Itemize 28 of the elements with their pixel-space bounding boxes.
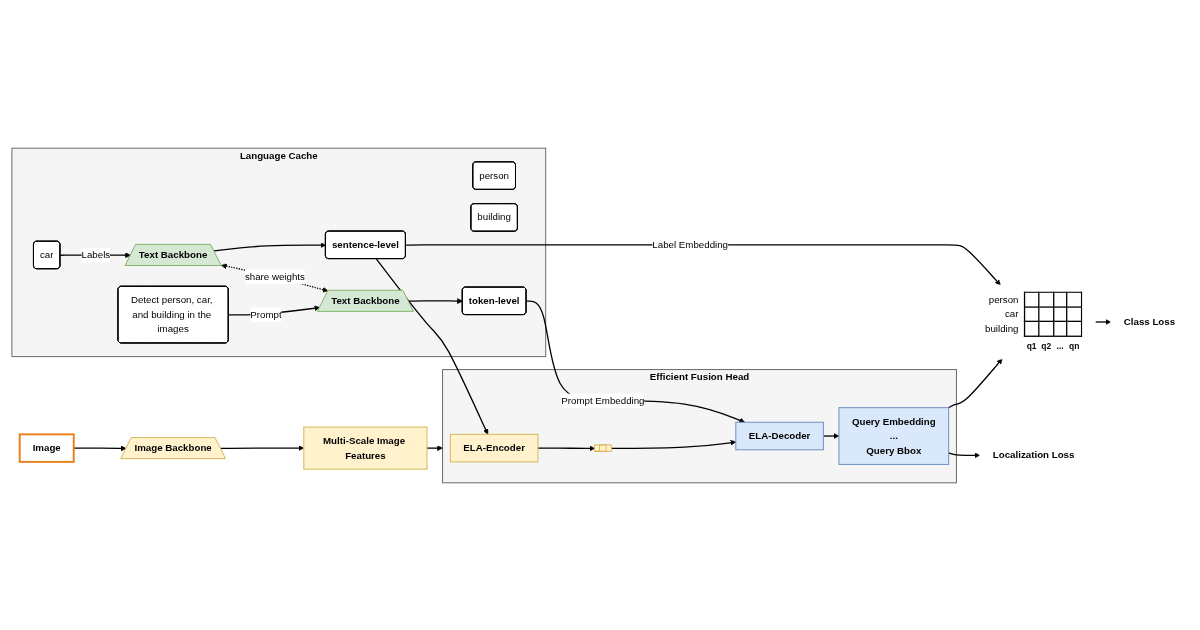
edge-label: Prompt (250, 308, 282, 320)
arrow (525, 299, 745, 423)
edge-label: Label Embedding (652, 238, 729, 250)
node-bar (594, 443, 612, 452)
node-box: Multi-Scale Image Features (303, 426, 428, 470)
node-box: Query Embedding ... Query Bbox (838, 406, 950, 465)
node-text: Localization Loss (992, 448, 1075, 460)
node-box: ELA-Decoder (735, 421, 824, 450)
arrow (221, 262, 329, 292)
edge-label: Labels (81, 248, 111, 260)
arrow (73, 445, 127, 451)
arrow (407, 297, 463, 304)
arrow (426, 444, 443, 451)
node-text: person car building q1 q2 ... qn (984, 292, 1080, 350)
arrow (611, 439, 737, 449)
edge-label: Prompt Embedding (561, 394, 645, 406)
arrow (219, 444, 305, 451)
arrow (947, 358, 1003, 408)
node-box: ELA-Encoder (449, 433, 539, 462)
node-box: Image (18, 432, 75, 463)
edge-label: share weights (244, 270, 305, 282)
arrow (375, 257, 489, 435)
arrow (537, 445, 596, 451)
arrow (948, 451, 981, 458)
arrow (1094, 318, 1112, 325)
node-text: Class Loss (1123, 315, 1176, 327)
arrow (213, 241, 326, 251)
arrow (822, 432, 840, 439)
